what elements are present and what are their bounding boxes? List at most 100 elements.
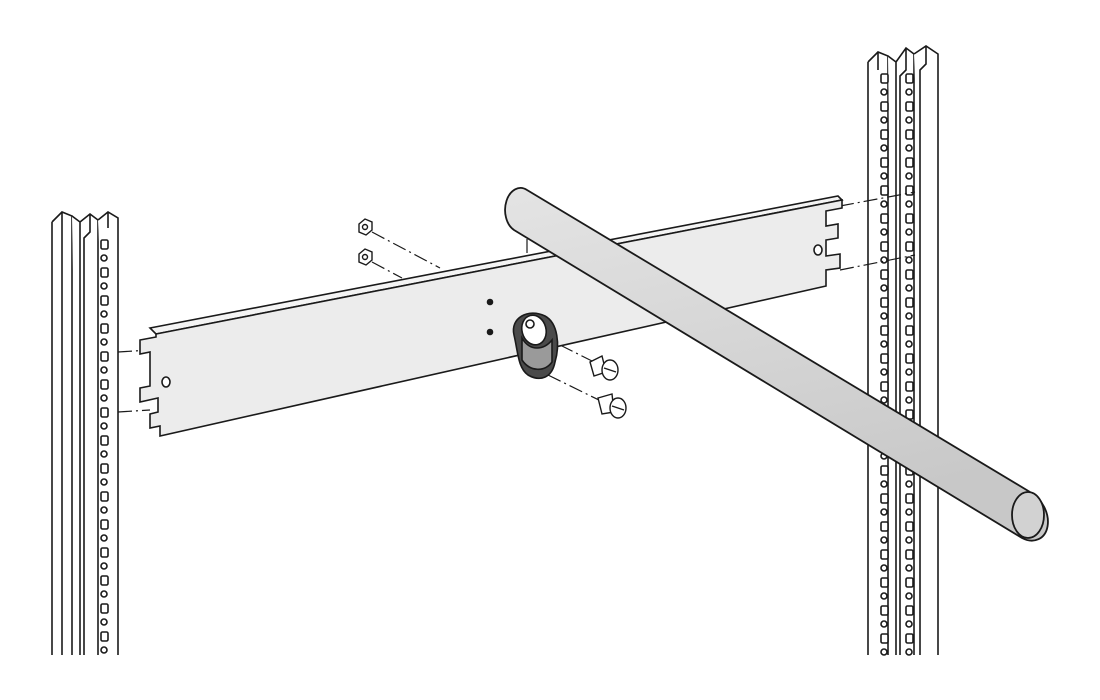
upright-slot [100,295,109,306]
upright-slot [905,297,914,308]
upright-slot [100,338,108,346]
upright-slot [100,547,109,558]
upright-slot [880,620,888,628]
upright-slot [880,88,888,96]
upright-slot [905,353,914,364]
upright-slot [880,648,888,656]
upright-slot [880,116,888,124]
upright-slot [880,73,889,84]
upright-slot [905,605,914,616]
upright-slot [905,256,913,264]
upright-slot [880,284,888,292]
upright-slot [880,340,888,348]
upright-slot [880,101,889,112]
upright-slot [100,519,109,530]
upright-slot [905,129,914,140]
upright-slot [880,213,889,224]
upright-slot [100,239,109,250]
upright-slot [880,368,888,376]
upright-slot [880,396,888,404]
upright-slot [100,407,109,418]
upright-slot [905,577,914,588]
upright-slot [880,172,888,180]
upright-slot [905,381,914,392]
upright-slot [100,435,109,446]
upright-slot [100,379,109,390]
upright-slot [905,368,913,376]
upright-slot [100,450,108,458]
upright-slot [905,396,913,404]
upright-slot [905,101,914,112]
upright-slot [905,325,914,336]
upright-slot [100,534,108,542]
upright-slot [880,521,889,532]
nut-top [358,218,373,236]
screw-top [589,354,619,381]
upright-slot [100,478,108,486]
left-upright [51,211,119,655]
upright-slot [880,549,889,560]
upright-slot [100,282,108,290]
upright-slot [905,508,913,516]
screw-bottom [597,393,627,419]
upright-slot [880,241,889,252]
upright-slot [880,480,888,488]
upright-slot [100,267,109,278]
upright-slot [880,297,889,308]
upright-slot [880,633,889,644]
upright-slot [880,312,888,320]
upright-slot [905,200,913,208]
upright-slot [905,592,913,600]
upright-slot [905,241,914,252]
upright-slot [880,564,888,572]
upright-slot [100,310,108,318]
upright-slot [880,605,889,616]
upright-slot [880,577,889,588]
upright-slot [905,536,913,544]
upright-slot [880,508,888,516]
upright-slot [880,129,889,140]
left-upright-slots [100,239,109,654]
upright-slot [880,144,888,152]
upright-slot [100,463,109,474]
upright-slot [100,366,108,374]
upright-slot [880,269,889,280]
upright-slot [880,465,889,476]
upright-slot [905,228,913,236]
upright-slot [905,480,913,488]
upright-slot [905,116,913,124]
rod [504,187,1049,542]
upright-slot [905,213,914,224]
upright-slot [100,254,108,262]
upright-slot [100,351,109,362]
upright-slot [880,536,888,544]
upright-slot [905,521,914,532]
upright-slot [905,185,914,196]
upright-slot [905,312,913,320]
upright-slot [880,493,889,504]
right-upright [867,45,939,656]
upright-slot [905,284,913,292]
upright-slot [905,172,913,180]
upright-slot [905,549,914,560]
upright-slot [905,648,913,656]
upright-slot [100,631,109,642]
upright-slot [905,564,913,572]
upright-slot [100,562,108,570]
upright-slot [100,422,108,430]
upright-slot [100,590,108,598]
upright-slot [905,620,913,628]
upright-slot [100,618,108,626]
upright-slot [905,144,913,152]
upright-slot [905,340,913,348]
upright-slot [905,493,914,504]
upright-slot [905,73,914,84]
upright-slot [880,592,888,600]
nut-bottom [358,248,373,266]
upright-slot [880,185,889,196]
upright-slot [100,394,108,402]
upright-slot [880,381,889,392]
beam [139,195,844,438]
upright-slot [100,323,109,334]
upright-slot [100,506,108,514]
